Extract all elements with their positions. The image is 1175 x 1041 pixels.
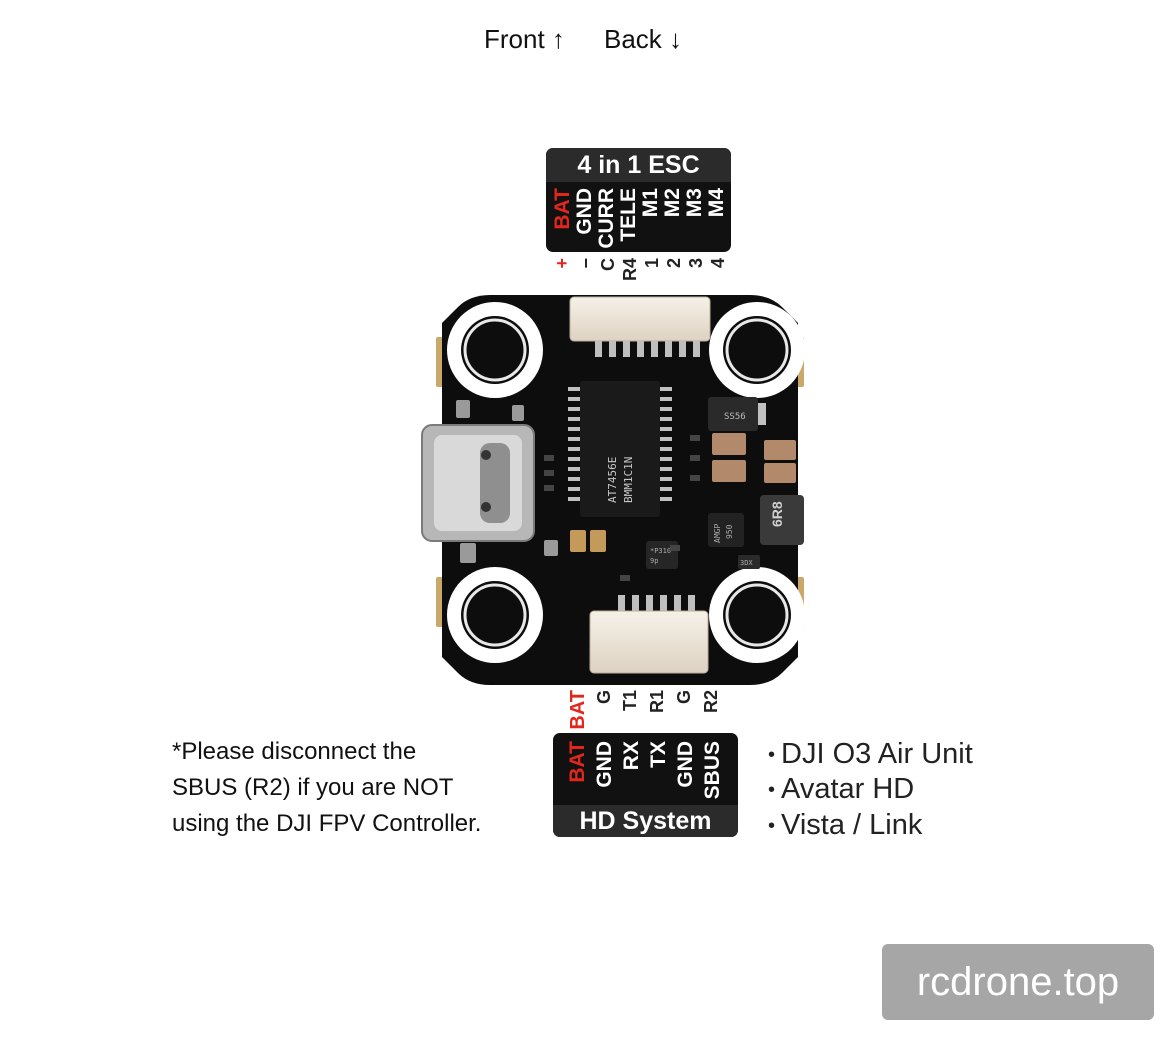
svg-text:AT7456E: AT7456E — [606, 457, 619, 503]
esc-connector — [569, 296, 711, 357]
front-orientation-label: Front ↑ — [484, 24, 565, 54]
esc-pin-m1: M1 — [639, 188, 662, 218]
esc-pin-curr: CURR — [595, 188, 618, 249]
inductor: 6R8 — [760, 495, 804, 545]
esc-silk-2: 2 — [664, 258, 684, 269]
flight-controller-board: AT7456E BMM1C1N SS56 6R8 AMGP 950 *P310 … — [421, 295, 805, 685]
svg-text:3DX: 3DX — [740, 559, 753, 567]
mount-holes — [447, 302, 805, 663]
hd-pin-rx: RX — [620, 741, 643, 771]
note-line-3: using the DJI FPV Controller. — [172, 810, 482, 837]
esc-pin-gnd: GND — [573, 188, 596, 235]
hd-connector — [589, 595, 709, 674]
hd-pin-sbus: SBUS — [701, 741, 724, 800]
hd-silk-r2: R2 — [701, 690, 721, 714]
svg-text:BMM1C1N: BMM1C1N — [622, 457, 635, 503]
esc-silk-3: 3 — [686, 258, 706, 269]
svg-text:AMGP: AMGP — [713, 524, 722, 543]
esc-silk-4: 4 — [708, 258, 728, 269]
esc-pin-tele: TELE — [617, 188, 640, 242]
back-orientation-label: Back ↓ — [604, 24, 683, 54]
svg-text:6R8: 6R8 — [769, 501, 785, 527]
hd-pin-gnd2: GND — [674, 741, 697, 788]
usb-c-port — [421, 424, 535, 542]
svg-text:SS56: SS56 — [724, 412, 746, 422]
hd-silk-t1: T1 — [620, 690, 640, 712]
bullet-icon: • — [768, 743, 776, 766]
svg-text:*P310: *P310 — [650, 547, 671, 555]
compatible-item: •DJI O3 Air Unit — [768, 738, 973, 770]
bullet-icon: • — [768, 778, 776, 801]
note-line-1: *Please disconnect the — [172, 738, 417, 765]
hd-pin-bat: BAT — [566, 741, 589, 783]
bullet-icon: • — [768, 814, 776, 837]
esc-pin-bat: BAT — [551, 188, 574, 230]
hd-silk-bat: BAT — [567, 690, 589, 730]
hd-title: HD System — [553, 805, 738, 837]
watermark: rcdrone.top — [882, 944, 1154, 1020]
regulator-chip: SS56 — [708, 397, 766, 431]
compatible-item: •Vista / Link — [768, 809, 923, 841]
esc-pin-m3: M3 — [683, 188, 706, 218]
esc-silk-1: 1 — [642, 258, 662, 269]
svg-text:950: 950 — [725, 524, 734, 539]
note-line-2: SBUS (R2) if you are NOT — [172, 774, 454, 801]
compatible-item: •Avatar HD — [768, 773, 915, 805]
esc-silk-plus: + — [552, 258, 572, 269]
esc-title: 4 in 1 ESC — [546, 148, 731, 182]
hd-pin-tx: TX — [647, 741, 670, 768]
esc-silk-r4: R4 — [620, 258, 640, 282]
hd-silk-g2: G — [674, 690, 694, 705]
hd-pinout-label: BAT GND RX TX GND SBUS HD System — [553, 733, 738, 837]
esc-silk-minus: − — [576, 258, 596, 269]
esc-silk-c: C — [598, 258, 618, 271]
esc-pinout-label: 4 in 1 ESC BAT GND CURR TELE M1 M2 M3 M4 — [546, 148, 731, 252]
amp-chip: AMGP 950 — [708, 513, 744, 547]
esc-pin-m2: M2 — [661, 188, 684, 218]
osd-chip: AT7456E BMM1C1N — [568, 381, 672, 517]
hd-silk-g1: G — [594, 690, 614, 705]
hd-silk-r1: R1 — [647, 690, 667, 714]
small-chip: 3DX — [738, 555, 760, 569]
esc-pin-m4: M4 — [705, 188, 728, 218]
hd-pin-gnd: GND — [593, 741, 616, 788]
svg-text:9p: 9p — [650, 557, 658, 565]
